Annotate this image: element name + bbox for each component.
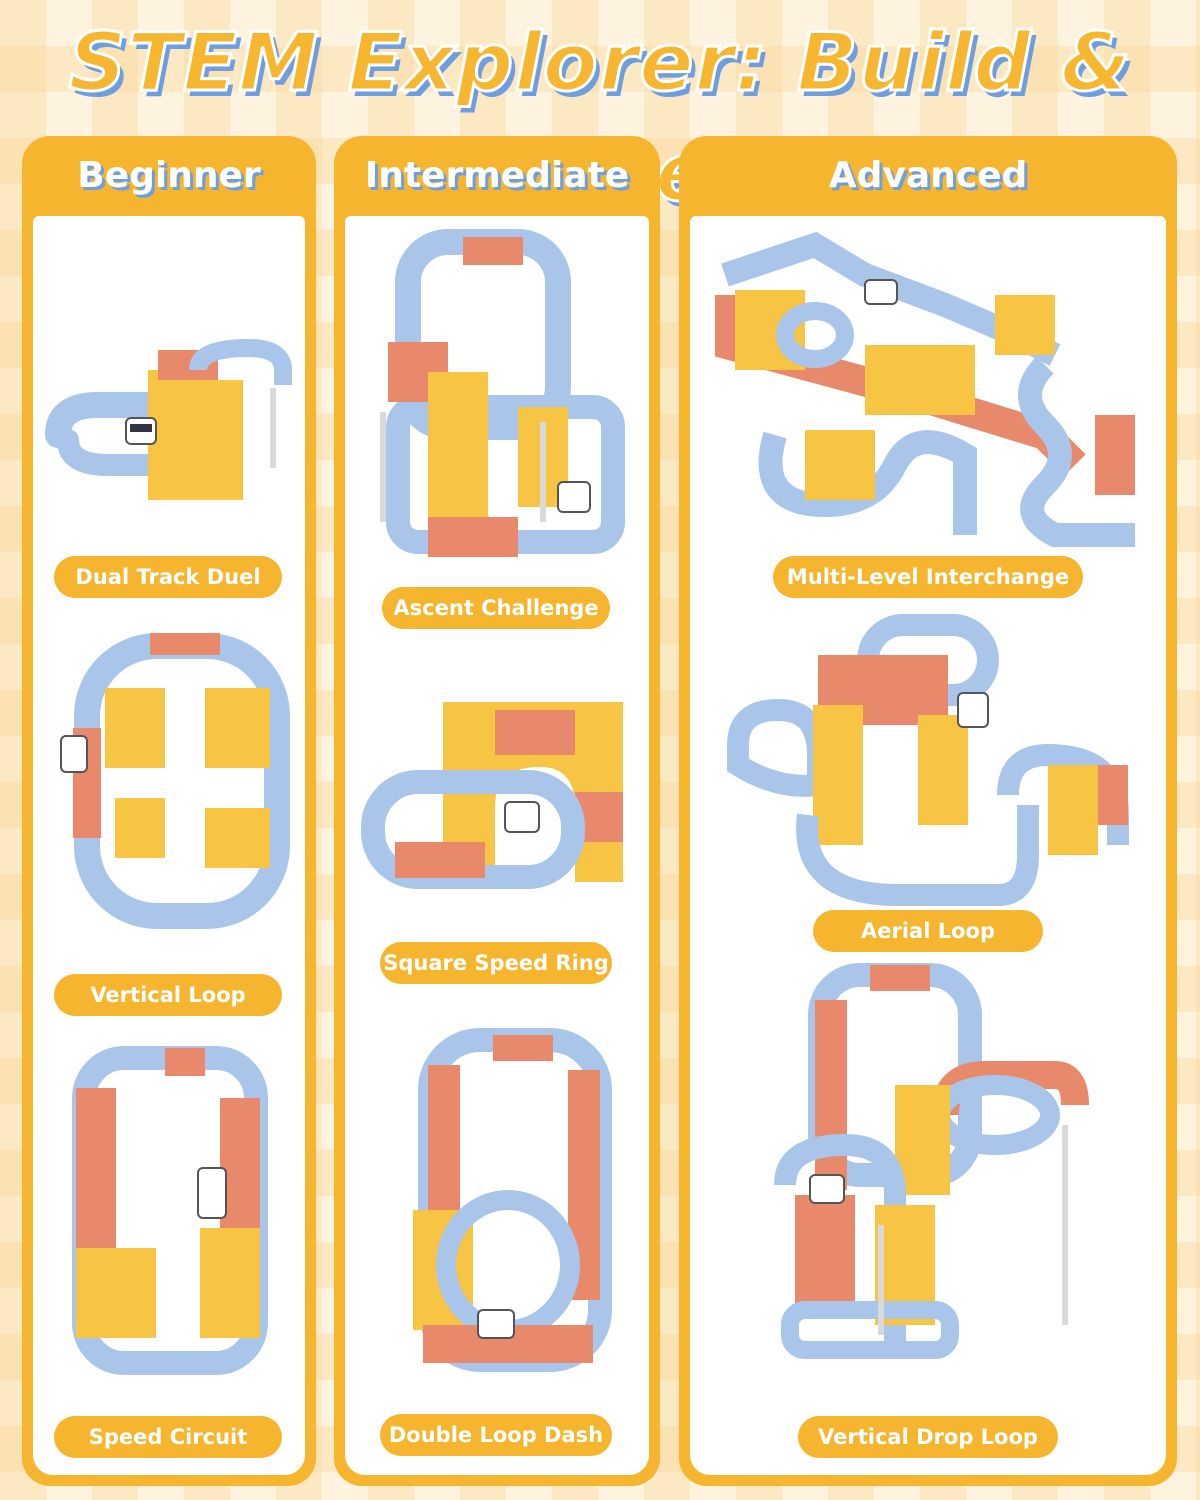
- track-label-speed-circuit: Speed Circuit: [54, 1416, 282, 1458]
- track-image-ascent-challenge: [380, 229, 625, 557]
- track-image-vertical-drop-loop: [774, 963, 1089, 1359]
- track-image-dual-track-duel: [45, 338, 292, 500]
- track-label-ascent-challenge: Ascent Challenge: [382, 587, 610, 629]
- track-label-double-loop-dash: Double Loop Dash: [380, 1414, 612, 1456]
- track-image-square-speed-ring: [361, 702, 623, 889]
- page-title: STEM Explorer: Build & Race: [67, 15, 1132, 221]
- track-image-multi-level-interchange: [715, 231, 1135, 547]
- track-image-vertical-loop: [60, 633, 290, 929]
- column-heading-advanced: Advanced: [828, 155, 1028, 196]
- column-heading-intermediate: Intermediate: [364, 155, 630, 196]
- track-label-vertical-loop: Vertical Loop: [54, 974, 282, 1016]
- column-heading-beginner: Beginner: [77, 155, 261, 196]
- track-image-double-loop-dash: [413, 1028, 612, 1372]
- track-label-square-speed-ring: Square Speed Ring: [380, 942, 612, 984]
- track-image-aerial-loop: [727, 614, 1129, 906]
- track-label-multi-level-interchange: Multi-Level Interchange: [773, 556, 1083, 598]
- track-label-aerial-loop: Aerial Loop: [813, 910, 1043, 952]
- track-label-vertical-drop-loop: Vertical Drop Loop: [798, 1416, 1058, 1458]
- track-image-speed-circuit: [72, 1046, 268, 1375]
- track-label-dual-track-duel: Dual Track Duel: [54, 556, 282, 598]
